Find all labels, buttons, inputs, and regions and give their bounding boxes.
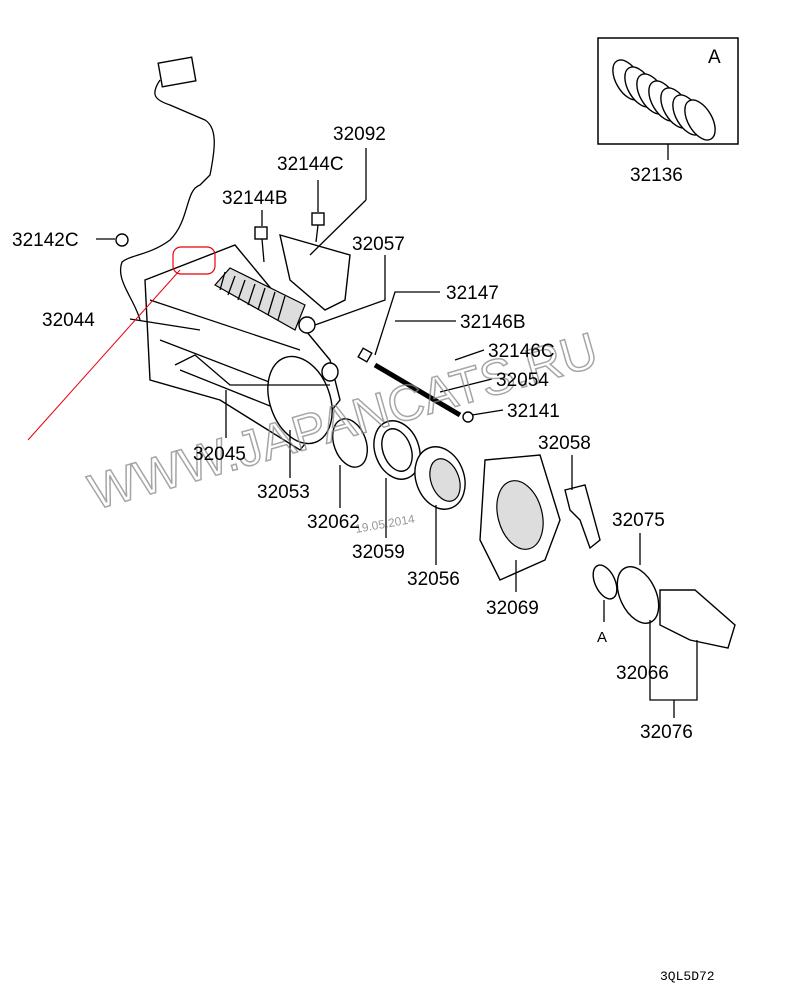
part-label[interactable]: 32144B [222, 188, 288, 209]
bellows [214, 267, 316, 334]
red-annotation [27, 246, 216, 441]
harness [115, 56, 215, 321]
bearings [332, 418, 466, 510]
part-label[interactable]: 32141 [507, 401, 560, 422]
output-shaft [592, 564, 736, 649]
housing-32044 [144, 244, 341, 451]
part-label[interactable]: 32053 [257, 482, 310, 503]
part-label[interactable]: 32146C [488, 341, 555, 362]
part-label[interactable]: 32146B [460, 312, 526, 333]
part-label[interactable]: 32136 [630, 165, 683, 186]
date-stamp: 19.05.2014 [354, 512, 416, 536]
detail-marker: A [597, 629, 607, 646]
part-label[interactable]: 32092 [333, 124, 386, 145]
detail-box-a: A [597, 37, 739, 160]
part-label[interactable]: 32076 [640, 722, 693, 743]
part-label[interactable]: 32057 [352, 234, 405, 255]
part-label[interactable]: 32075 [612, 510, 665, 531]
spring-32136 [612, 59, 716, 141]
diagram-code: 3QL5D72 [660, 969, 715, 984]
leader-lines [96, 148, 698, 718]
detail-box-letter: A [708, 47, 721, 68]
part-label[interactable]: 32059 [352, 542, 405, 563]
part-label[interactable]: 32142C [12, 230, 79, 251]
part-label[interactable]: 32045 [193, 444, 246, 465]
part-label[interactable]: 32044 [42, 310, 95, 331]
part-label[interactable]: 32054 [496, 370, 549, 391]
bracket-32092 [279, 234, 351, 311]
part-label[interactable]: 32062 [307, 512, 360, 533]
part-label[interactable]: 32058 [538, 433, 591, 454]
fork-32058 [564, 484, 601, 550]
part-label[interactable]: 32056 [407, 569, 460, 590]
part-label[interactable]: 32066 [616, 663, 669, 684]
part-labels: 32092 32144C 32144B 32142C 32057 32044 3… [12, 124, 693, 743]
part-label[interactable]: 32069 [486, 598, 539, 619]
part-label[interactable]: 32147 [446, 283, 499, 304]
retainer-32069 [479, 454, 561, 581]
bolts [254, 212, 325, 263]
shift-rod [321, 347, 474, 423]
part-label[interactable]: 32144C [277, 154, 344, 175]
